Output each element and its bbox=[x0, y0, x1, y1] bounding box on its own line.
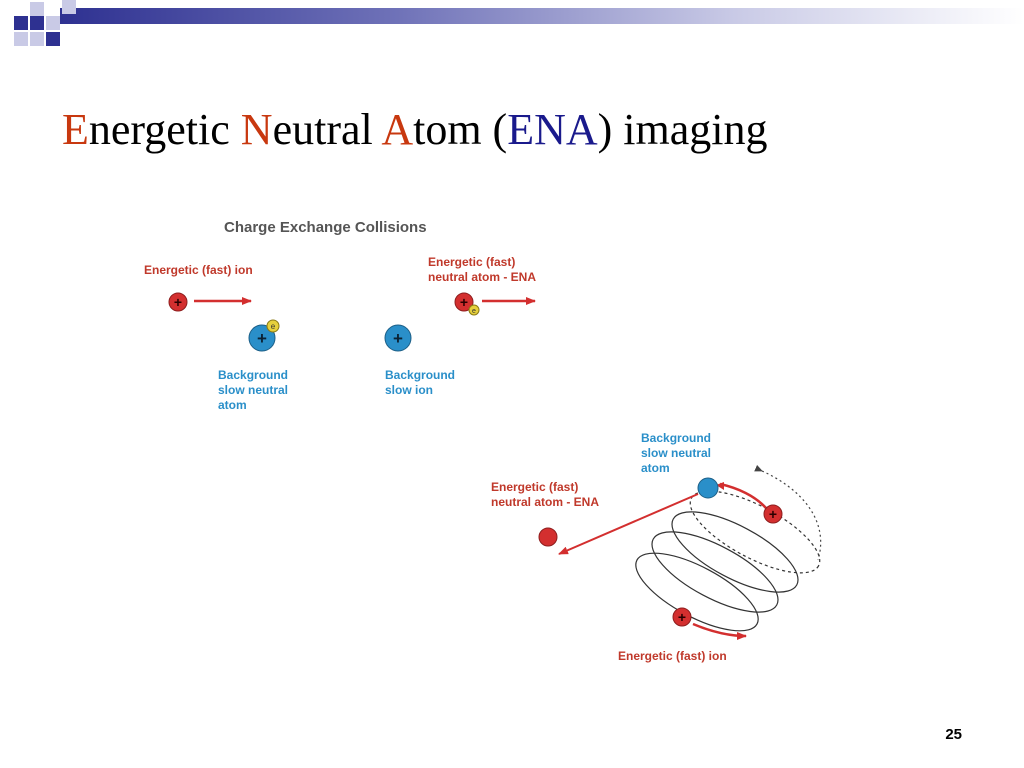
electron bbox=[468, 304, 480, 316]
page-number: 25 bbox=[945, 726, 962, 743]
decor-square bbox=[14, 16, 28, 30]
electron-label: e bbox=[271, 322, 276, 331]
slide-title: Energetic Neutral Atom (ENA) imaging bbox=[62, 105, 768, 154]
plus-sign: + bbox=[678, 609, 686, 625]
gyration-arrow-upper bbox=[719, 482, 767, 509]
electron-label: e bbox=[472, 308, 476, 315]
header-gradient-bar bbox=[60, 8, 1024, 24]
gyration-spiral bbox=[635, 490, 821, 632]
fast-ion-particle: + bbox=[168, 292, 188, 312]
background-slow-ion: + bbox=[384, 324, 412, 352]
decor-square bbox=[30, 16, 44, 30]
decor-square bbox=[62, 0, 76, 14]
spiral-lower-ion: + bbox=[672, 607, 692, 627]
plus-sign: + bbox=[393, 329, 403, 348]
electron bbox=[266, 319, 280, 333]
label-bg-neutral-atom-spiral: Background slow neutral atom bbox=[641, 431, 714, 475]
diagram-heading: Charge Exchange Collisions bbox=[224, 219, 427, 236]
label-fast-ion: Energetic (fast) ion bbox=[144, 263, 253, 277]
decor-square bbox=[46, 16, 60, 30]
decor-square bbox=[30, 2, 44, 16]
background-neutral-atom: + e bbox=[248, 319, 280, 352]
spiral-upper-ion: + bbox=[763, 504, 783, 524]
decor-square bbox=[30, 32, 44, 46]
plus-sign: + bbox=[460, 294, 468, 310]
label-bg-slow-ion: Background slow ion bbox=[385, 368, 458, 397]
spiral-neutral-atom bbox=[697, 477, 719, 499]
label-ena: Energetic (fast) neutral atom - ENA bbox=[428, 255, 536, 284]
label-ena-spiral: Energetic (fast) neutral atom - ENA bbox=[491, 480, 599, 509]
plus-sign: + bbox=[769, 506, 777, 522]
ena-escape-arrow bbox=[558, 493, 699, 555]
gyration-arrow-lower bbox=[692, 622, 747, 640]
arrowhead bbox=[716, 482, 724, 490]
plus-sign: + bbox=[257, 329, 267, 348]
escaped-ena-particle bbox=[538, 527, 558, 547]
decor-square bbox=[46, 32, 60, 46]
decor-square bbox=[14, 32, 28, 46]
plus-sign: + bbox=[174, 294, 182, 310]
label-fast-ion-spiral: Energetic (fast) ion bbox=[618, 649, 727, 663]
ena-particle: + e bbox=[454, 292, 480, 316]
label-bg-neutral-atom: Background slow neutral atom bbox=[218, 368, 291, 412]
